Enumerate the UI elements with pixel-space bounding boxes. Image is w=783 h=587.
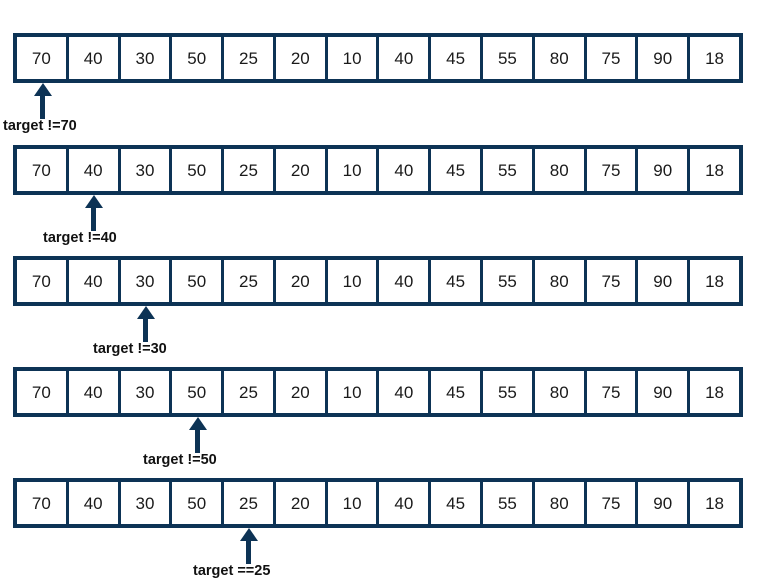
array-cell: 50 bbox=[172, 37, 225, 79]
arrow-head-icon bbox=[240, 528, 259, 541]
array-cell: 20 bbox=[275, 37, 328, 79]
array-cell: 18 bbox=[690, 37, 739, 79]
array-cell: 70 bbox=[17, 37, 69, 79]
array-cell: 10 bbox=[327, 149, 380, 191]
array-cell: 70 bbox=[17, 371, 69, 413]
array-cell: 45 bbox=[431, 371, 484, 413]
array-cell: 90 bbox=[638, 371, 691, 413]
array-cell: 30 bbox=[120, 37, 173, 79]
array-cell: 55 bbox=[483, 37, 535, 79]
array-cell: 90 bbox=[638, 37, 691, 79]
array-cell: 20 bbox=[275, 371, 328, 413]
array-cell: 25 bbox=[224, 482, 276, 524]
array-cell: 25 bbox=[224, 371, 276, 413]
arrow-head-icon bbox=[136, 306, 155, 319]
pointer-arrow-icon bbox=[240, 528, 259, 564]
array-cell: 50 bbox=[172, 371, 225, 413]
array-cell: 40 bbox=[68, 149, 121, 191]
arrow-shaft bbox=[246, 539, 252, 564]
array-cell: 40 bbox=[379, 260, 432, 302]
array-cell: 40 bbox=[379, 37, 432, 79]
array-cell: 40 bbox=[68, 482, 121, 524]
array-cell: 10 bbox=[327, 37, 380, 79]
arrow-head-icon bbox=[33, 83, 52, 96]
arrow-shaft bbox=[194, 428, 200, 453]
array-cell: 18 bbox=[690, 482, 739, 524]
array-cell: 40 bbox=[68, 260, 121, 302]
array-cell: 90 bbox=[638, 482, 691, 524]
array-cell: 55 bbox=[483, 482, 535, 524]
pointer-arrow-icon bbox=[33, 83, 52, 119]
array-cell: 55 bbox=[483, 371, 535, 413]
array-cell: 80 bbox=[534, 37, 587, 79]
array-cell: 75 bbox=[586, 37, 639, 79]
array-cell: 30 bbox=[120, 260, 173, 302]
arrow-head-icon bbox=[85, 195, 104, 208]
array-cell: 30 bbox=[120, 371, 173, 413]
array-cell: 45 bbox=[431, 482, 484, 524]
array-cell: 40 bbox=[379, 482, 432, 524]
array-cell: 18 bbox=[690, 371, 739, 413]
step-label: target !=40 bbox=[43, 230, 117, 246]
array-cell: 20 bbox=[275, 482, 328, 524]
array-cell: 70 bbox=[17, 482, 69, 524]
array-cell: 18 bbox=[690, 260, 739, 302]
array-cell: 45 bbox=[431, 37, 484, 79]
array-cell: 45 bbox=[431, 260, 484, 302]
array-cell: 30 bbox=[120, 482, 173, 524]
array-cell: 80 bbox=[534, 149, 587, 191]
array-cell: 25 bbox=[224, 260, 276, 302]
array-cell: 10 bbox=[327, 482, 380, 524]
pointer-arrow-icon bbox=[85, 195, 104, 231]
array-cell: 40 bbox=[68, 37, 121, 79]
array-cell: 75 bbox=[586, 260, 639, 302]
array-cell: 75 bbox=[586, 371, 639, 413]
array-cell: 10 bbox=[327, 260, 380, 302]
array-cell: 90 bbox=[638, 260, 691, 302]
step-label: target !=50 bbox=[143, 452, 217, 468]
array-cell: 45 bbox=[431, 149, 484, 191]
array-cell: 18 bbox=[690, 149, 739, 191]
array-cell: 80 bbox=[534, 260, 587, 302]
array-cell: 50 bbox=[172, 149, 225, 191]
pointer-arrow-icon bbox=[136, 306, 155, 342]
array-cell: 70 bbox=[17, 260, 69, 302]
array-cell: 50 bbox=[172, 260, 225, 302]
pointer-arrow-icon bbox=[188, 417, 207, 453]
array-cell: 25 bbox=[224, 37, 276, 79]
arrow-head-icon bbox=[188, 417, 207, 430]
array-cell: 20 bbox=[275, 149, 328, 191]
array-cell: 40 bbox=[68, 371, 121, 413]
array-cell: 55 bbox=[483, 260, 535, 302]
array-cell: 75 bbox=[586, 482, 639, 524]
array-cell: 25 bbox=[224, 149, 276, 191]
array-cell: 20 bbox=[275, 260, 328, 302]
array-cell: 10 bbox=[327, 371, 380, 413]
arrow-shaft bbox=[142, 317, 148, 342]
arrow-shaft bbox=[39, 94, 45, 119]
step-label: target ==25 bbox=[193, 563, 271, 579]
array-cell: 75 bbox=[586, 149, 639, 191]
array-cell: 30 bbox=[120, 149, 173, 191]
array-cell: 50 bbox=[172, 482, 225, 524]
array-cell: 70 bbox=[17, 149, 69, 191]
array-cell: 55 bbox=[483, 149, 535, 191]
step-label: target !=70 bbox=[3, 118, 77, 134]
arrow-shaft bbox=[91, 206, 97, 231]
array-cell: 40 bbox=[379, 149, 432, 191]
array-cell: 80 bbox=[534, 482, 587, 524]
array-cell: 40 bbox=[379, 371, 432, 413]
step-label: target !=30 bbox=[93, 341, 167, 357]
array-cell: 80 bbox=[534, 371, 587, 413]
array-cell: 90 bbox=[638, 149, 691, 191]
